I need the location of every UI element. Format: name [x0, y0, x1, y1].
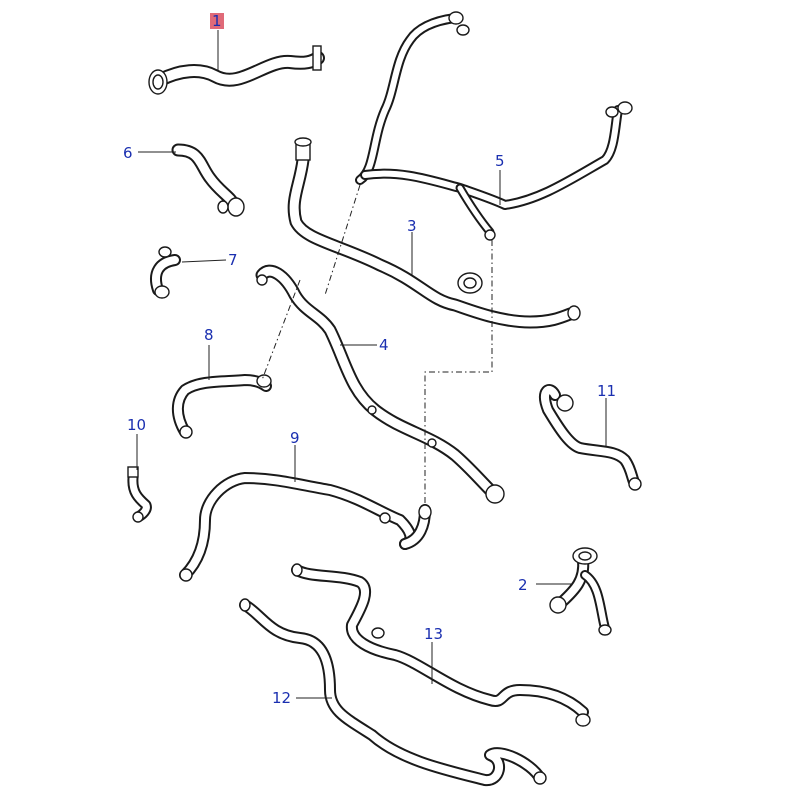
callout-12[interactable]: 12	[272, 689, 292, 707]
hose-part-11[interactable]	[539, 384, 642, 491]
hose-part-4[interactable]	[255, 264, 505, 504]
connection-lines	[261, 184, 493, 505]
hose-part-10[interactable]	[127, 466, 152, 523]
hose-part-5[interactable]	[355, 11, 633, 241]
hose-part-13[interactable]	[291, 563, 591, 727]
callout-8[interactable]: 8	[204, 326, 214, 344]
callout-13[interactable]: 13	[424, 625, 444, 643]
callout-1[interactable]: 1	[210, 12, 224, 30]
callout-6[interactable]: 6	[123, 144, 133, 162]
hose-part-2[interactable]	[549, 547, 612, 636]
callout-7[interactable]: 7	[228, 251, 238, 269]
callout-2[interactable]: 2	[518, 576, 528, 594]
hose-part-12[interactable]	[239, 598, 547, 786]
callout-3[interactable]: 3	[407, 217, 417, 235]
hose-part-6[interactable]	[171, 143, 245, 217]
hose-part-8[interactable]	[171, 374, 272, 439]
hose-part-7[interactable]	[150, 246, 181, 299]
callout-9[interactable]: 9	[290, 429, 300, 447]
callout-10[interactable]: 10	[127, 416, 147, 434]
callout-11[interactable]: 11	[597, 382, 617, 400]
hose-part-3[interactable]	[287, 137, 581, 329]
hose-part-9[interactable]	[179, 472, 432, 582]
hose-part-1[interactable]	[148, 45, 325, 95]
leader-lines	[136, 30, 607, 699]
callout-5[interactable]: 5	[495, 152, 505, 170]
callout-4[interactable]: 4	[379, 336, 389, 354]
